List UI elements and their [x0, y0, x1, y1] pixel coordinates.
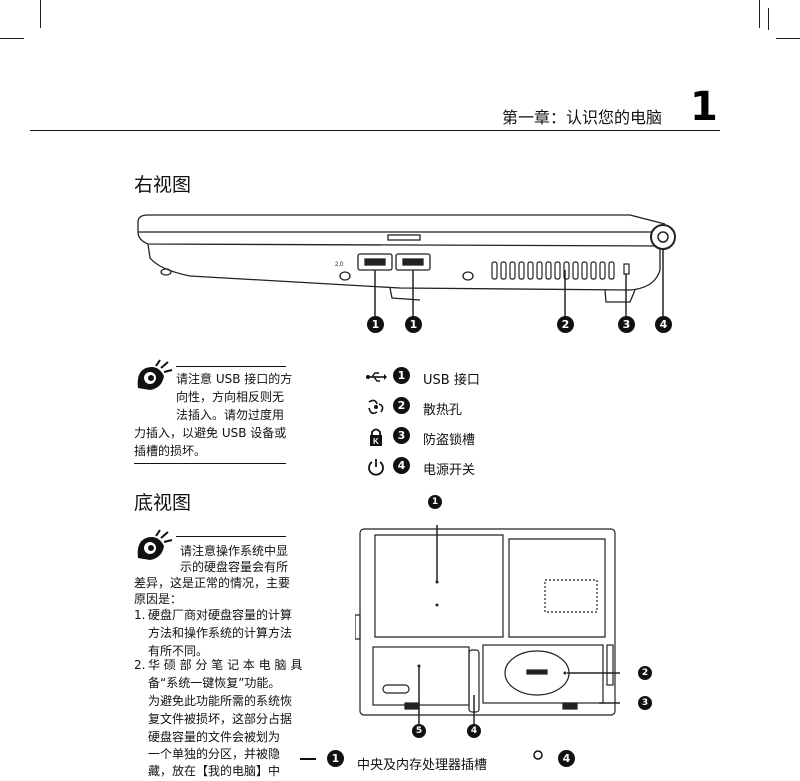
key-icon [533, 750, 543, 760]
list-item-line: 硬盘厂商对硬盘容量的计算 [148, 608, 293, 622]
legend-label: 电源开关 [423, 463, 476, 478]
callout-bottom-3: 3 [638, 696, 652, 710]
note-rule-top [176, 536, 286, 537]
note-line: 力插入，以避免 USB 设备或 [134, 426, 287, 440]
header-rule [30, 130, 720, 131]
list-item-line: 一个单独的分区，并被隐 [148, 747, 281, 761]
note-line: 插槽的损坏。 [134, 444, 207, 458]
chapter-title: 第一章：认识您的电脑 [502, 108, 663, 127]
callout-bottom-5: 5 [412, 724, 426, 738]
list-item-line: 方法和操作系统的计算方法 [148, 626, 293, 640]
legend-dash [300, 758, 316, 760]
callout-usb-1: 1 [367, 316, 384, 333]
power-icon [368, 459, 384, 476]
note-line: 法插入。请勿过度用 [176, 408, 285, 422]
crop-mark [759, 0, 760, 28]
legend-label: USB 接口 [423, 373, 480, 388]
legend-label: 中央及内存处理器插槽 [357, 758, 488, 773]
note-line: 请注意 USB 接口的方 [176, 372, 293, 386]
note-line: 请注意操作系统中显 [180, 544, 289, 558]
usb-icon [366, 372, 387, 382]
usb-port-label: 2.0 [335, 262, 344, 268]
lock-slot [623, 263, 630, 275]
list-item-line: 复文件被损坏，这部分占据 [148, 712, 293, 726]
note-line: 原因是： [134, 592, 183, 606]
callout-power: 4 [655, 316, 672, 333]
note-eye-icon [137, 529, 173, 560]
callout-cpu-memory-slot: 1 [428, 495, 442, 509]
fan-vent-icon [368, 399, 384, 415]
list-marker: 1. [134, 608, 146, 622]
list-item-line: 华 硕 部 分 笔 记 本 电 脑 具 [148, 658, 303, 672]
callout-usb-2: 1 [405, 316, 422, 333]
list-marker: 2. [134, 658, 146, 672]
section-title-right-view: 右视图 [134, 174, 192, 196]
power-button [650, 224, 676, 250]
usb-port [395, 253, 431, 271]
list-item-line: 藏，放在【我的电脑】中 [148, 764, 281, 778]
callout-lock: 3 [618, 316, 635, 333]
legend-label: 防盗锁槽 [423, 433, 476, 448]
crop-mark [776, 38, 800, 39]
section-title-bottom-view: 底视图 [134, 492, 192, 514]
note-line: 向性，方向相反则无 [176, 390, 285, 404]
note-rule-bottom [134, 463, 286, 464]
callout-bottom-4: 4 [467, 724, 481, 738]
list-item-line: 备“系统一键恢复”功能。 [148, 676, 281, 690]
note-eye-icon [137, 359, 173, 390]
crop-mark [40, 0, 41, 28]
laptop-right-side-illustration: 2.0 [137, 214, 676, 316]
note-line: 示的硬盘容量会有所 [180, 560, 289, 574]
vent-slots [491, 261, 615, 280]
note-line: 差异，这是正常的情况，主要 [134, 576, 291, 590]
crop-mark [768, 8, 769, 30]
laptop-bottom-illustration [355, 525, 620, 725]
legend-number: 3 [393, 427, 410, 444]
legend-number: 4 [393, 457, 410, 474]
kensington-lock-icon: K [370, 428, 382, 446]
legend-number: 1 [327, 750, 344, 767]
crop-mark [0, 38, 24, 39]
callout-bottom-2: 2 [638, 666, 652, 680]
list-item-line: 硬盘容量的文件会被划为 [148, 730, 281, 744]
svg-text:K: K [373, 437, 379, 446]
note-rule-top [176, 366, 286, 367]
legend-label: 散热孔 [423, 403, 463, 418]
list-item-line: 有所不同。 [148, 644, 209, 658]
legend-number: 2 [393, 397, 410, 414]
chapter-number: 1 [690, 84, 718, 130]
list-item-line: 为避免此功能所需的系统恢 [148, 694, 293, 708]
callout-vent: 2 [557, 316, 574, 333]
usb-port [357, 253, 393, 271]
legend-number: 1 [393, 367, 410, 384]
legend-number: 4 [558, 750, 575, 767]
